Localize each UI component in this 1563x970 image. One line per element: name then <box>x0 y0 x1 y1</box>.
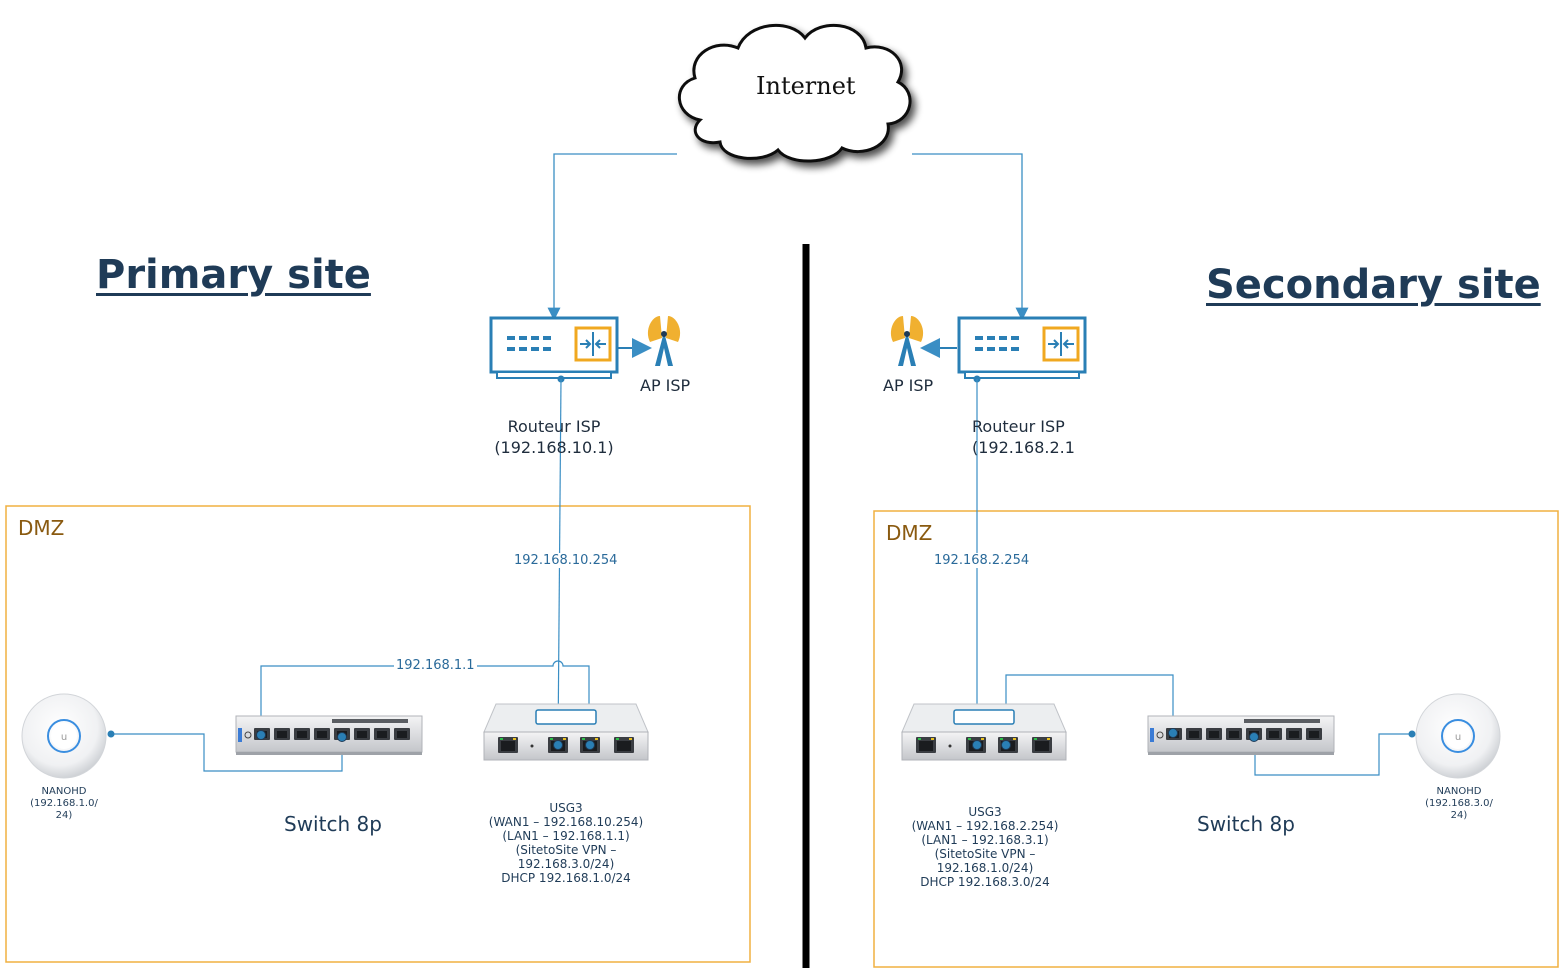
primary-internet-link <box>547 153 677 321</box>
primary-site-title: Primary site <box>96 252 371 298</box>
internet-cloud-icon <box>677 23 912 163</box>
primary-lan-ip-label: 192.168.1.1 <box>394 658 477 673</box>
primary-dmz-box <box>5 505 751 963</box>
secondary-antenna-icon <box>890 316 924 366</box>
secondary-nanohd-line: (192.168.3.0/ <box>1425 798 1493 809</box>
primary-usg-line: DHCP 192.168.1.0/24 <box>501 871 631 885</box>
secondary-nanohd-line: 24) <box>1450 810 1468 821</box>
secondary-ap-label: AP ISP <box>883 376 934 395</box>
primary-usg-label: USG3 (WAN1 – 192.168.10.254) (LAN1 – 192… <box>476 801 656 885</box>
secondary-router-name: Routeur ISP <box>972 417 1065 436</box>
primary-ap-cable <box>111 733 343 772</box>
secondary-usg-icon <box>901 703 1067 761</box>
primary-router-icon <box>489 316 619 380</box>
primary-nanohd-icon: u <box>21 693 107 779</box>
secondary-usg-label: USG3 (WAN1 – 192.168.2.254) (LAN1 – 192.… <box>895 805 1075 889</box>
secondary-dmz-label: DMZ <box>886 521 933 545</box>
primary-router-ip: (192.168.10.1) <box>494 438 614 457</box>
primary-nanohd-line: 24) <box>55 810 73 821</box>
primary-wan-ip-label: 192.168.10.254 <box>512 553 620 568</box>
secondary-dmz-box <box>873 510 1559 968</box>
secondary-router-icon <box>957 316 1087 380</box>
primary-nanohd-line: NANOHD <box>41 786 87 797</box>
secondary-switch-icon <box>1147 715 1335 755</box>
primary-ap-label: AP ISP <box>640 376 691 395</box>
secondary-nanohd-line: NANOHD <box>1436 786 1482 797</box>
primary-usg-icon <box>483 703 649 761</box>
primary-nanohd-line: (192.168.1.0/ <box>30 798 98 809</box>
primary-nanohd-label: NANOHD (192.168.1.0/ 24) <box>24 786 104 822</box>
primary-usg-line: 192.168.3.0/24) <box>517 857 615 871</box>
secondary-wan-ip-label: 192.168.2.254 <box>932 553 1032 568</box>
primary-router-label: Routeur ISP (192.168.10.1) <box>490 416 618 458</box>
secondary-internet-link <box>912 153 1029 321</box>
primary-router-name: Routeur ISP <box>507 417 601 436</box>
primary-usg-line: USG3 <box>549 801 583 815</box>
secondary-switch-label: Switch 8p <box>1197 812 1295 836</box>
secondary-usg-line: 192.168.1.0/24) <box>936 861 1034 875</box>
secondary-nanohd-label: NANOHD (192.168.3.0/ 24) <box>1419 786 1499 822</box>
primary-usg-line: (LAN1 – 192.168.1.1) <box>502 829 630 843</box>
secondary-router-ip: (192.168.2.1 <box>972 438 1075 457</box>
primary-lan-link <box>260 660 590 745</box>
primary-usg-line: (WAN1 – 192.168.10.254) <box>488 815 644 829</box>
svg-text:u: u <box>1455 732 1461 743</box>
secondary-site-title: Secondary site <box>1206 262 1541 308</box>
primary-switch-icon <box>235 715 423 755</box>
secondary-usg-line: (SitetoSite VPN – <box>934 847 1036 861</box>
primary-antenna-icon <box>647 316 681 366</box>
secondary-usg-line: (WAN1 – 192.168.2.254) <box>911 819 1059 833</box>
svg-text:u: u <box>61 732 67 743</box>
internet-label: Internet <box>756 72 856 100</box>
primary-dmz-label: DMZ <box>18 516 65 540</box>
secondary-ap-cable <box>1254 733 1412 776</box>
secondary-usg-line: DHCP 192.168.3.0/24 <box>920 875 1050 889</box>
secondary-usg-line: USG3 <box>968 805 1002 819</box>
primary-switch-label: Switch 8p <box>284 812 382 836</box>
secondary-nanohd-icon: u <box>1415 693 1501 779</box>
secondary-usg-line: (LAN1 – 192.168.3.1) <box>921 833 1049 847</box>
secondary-router-label: Routeur ISP (192.168.2.1 <box>972 416 1075 458</box>
primary-usg-line: (SitetoSite VPN – <box>515 843 617 857</box>
